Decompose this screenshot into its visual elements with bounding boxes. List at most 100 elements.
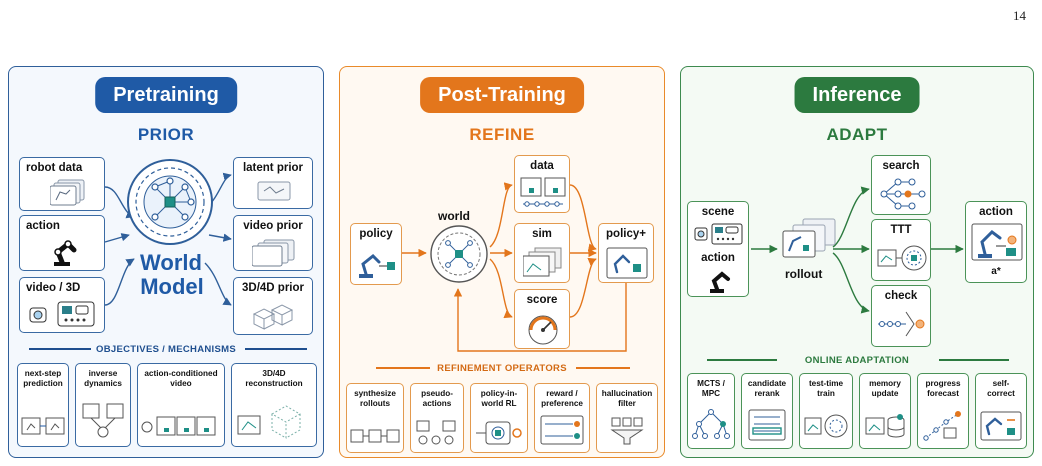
mechanism-action-conditioned-video: action-conditioned video [137,363,225,447]
ttt-update-icon [877,245,927,271]
rerank-list-icon [748,409,786,441]
branch-search-label: search [882,160,920,172]
operator-label: reward / preference [541,389,583,408]
method-self-correct: self- correct [975,373,1027,449]
pretraining-panel: Pretraining PRIOR robot data action [8,66,324,458]
section-divider-left [707,359,777,361]
branch-data: data [514,155,570,213]
operator-synthesize-rollouts: synthesize rollouts [346,383,404,453]
video-frames-icon [252,239,295,267]
section-divider-right [245,348,307,350]
policy-box: policy [350,223,402,285]
rollout-label: rollout [785,267,823,281]
action-output-robot-icon [971,223,1023,261]
mcts-tree-icon [692,409,730,439]
data-stack-icon [50,179,85,206]
branch-ttt-label: TTT [890,224,912,236]
action-output-box: action a* [965,201,1027,283]
section-divider-right [939,359,1009,361]
progress-forecast-icon [923,411,961,441]
operator-label: policy-in- world RL [480,389,518,408]
action-robot-arm-icon [710,271,730,293]
policy-plus-label: policy+ [606,228,646,240]
operator-label: hallucination filter [601,389,653,408]
method-memory-update: memory update [859,373,911,449]
section-divider-left [29,348,91,350]
mechanism-label: inverse dynamics [84,369,122,388]
branch-score: score [514,289,570,349]
operator-reward-preference: reward / preference [534,383,590,453]
branch-data-label: data [530,160,554,172]
mechanism-label: action-conditioned video [144,369,218,388]
method-label: test-time train [808,379,844,398]
branch-ttt: TTT [871,219,931,281]
method-test-time-train: test-time train [799,373,853,449]
policy-plus-box: policy+ [598,223,654,283]
input-action-label: action [26,220,60,232]
camera-screen-icon [29,301,95,327]
output-video-prior-label: video prior [243,220,303,232]
input-robot-data: robot data [19,157,105,211]
filter-funnel-icon [610,417,644,445]
input-action: action [19,215,105,271]
inference-panel: Inference ADAPT scene action rollout [680,66,1034,458]
method-candidate-rerank: candidate rerank [741,373,793,449]
post-training-panel: Post-Training REFINE policy world data [339,66,665,458]
branch-score-label: score [526,294,558,306]
operator-pseudo-actions: pseudo- actions [410,383,464,453]
online-adaptation-section-title: ONLINE ADAPTATION [804,355,910,366]
method-label: MCTS / MPC [697,379,725,398]
reconstruction-icon [237,405,302,439]
output-3d4d-prior-label: 3D/4D prior [242,282,304,294]
method-label: candidate rerank [747,379,787,398]
check-filter-icon [878,311,925,337]
world-model-network-icon [127,159,213,245]
world-model-label-line2: Model [140,274,204,299]
input-video-3d: video / 3D [19,277,105,333]
rollout-frames-icon [782,218,836,258]
latent-code-icon [257,181,291,201]
policy-robot-arm-icon [359,253,395,278]
page-number: 14 [1013,8,1026,23]
self-correct-robot-icon [980,411,1022,441]
post-training-subtitle: REFINE [469,125,535,144]
output-video-prior: video prior [233,215,313,271]
pretraining-subtitle: PRIOR [137,125,195,144]
input-robot-data-label: robot data [26,162,83,174]
branch-sim-label: sim [532,228,552,240]
world-model-label-line1: World [140,250,202,275]
gauge-icon [528,315,558,345]
method-label: self- correct [987,379,1015,398]
preference-ranking-icon [540,415,584,445]
data-frames-icon [520,177,566,207]
output-latent-prior-label: latent prior [242,162,304,174]
inference-subtitle: ADAPT [826,125,888,144]
rl-loop-icon [476,421,522,445]
inverse-dynamics-icon [82,403,124,438]
output-latent-prior: latent prior [233,157,313,209]
objectives-section-title: OBJECTIVES / MECHANISMS [96,344,236,355]
action-input-label: action [701,252,735,264]
method-label: memory update [869,379,901,398]
method-mcts-mpc: MCTS / MPC [687,373,735,449]
policy-label: policy [359,228,393,240]
inference-title: Inference [794,77,920,113]
input-video-3d-label: video / 3D [26,282,81,294]
operator-label: pseudo- actions [421,389,453,408]
post-training-title: Post-Training [420,77,584,113]
method-progress-forecast: progress forecast [917,373,969,449]
memory-database-icon [865,414,905,438]
world-label: world [438,209,470,223]
cubes-3d-icon [252,304,294,330]
search-tree-icon [880,178,926,210]
branch-check-label: check [884,290,918,302]
mechanism-label: next-step prediction [23,369,63,388]
robot-arm-icon [54,240,77,266]
action-symbol: a* [991,266,1001,277]
operator-policy-in-world-rl: policy-in- world RL [470,383,528,453]
action-video-frames-icon [141,416,216,436]
mechanism-next-step-prediction: next-step prediction [17,363,69,447]
mechanism-3d4d-reconstruction: 3D/4D reconstruction [231,363,317,447]
simulation-icon [523,247,562,277]
policy-plus-robot-icon [606,247,648,279]
